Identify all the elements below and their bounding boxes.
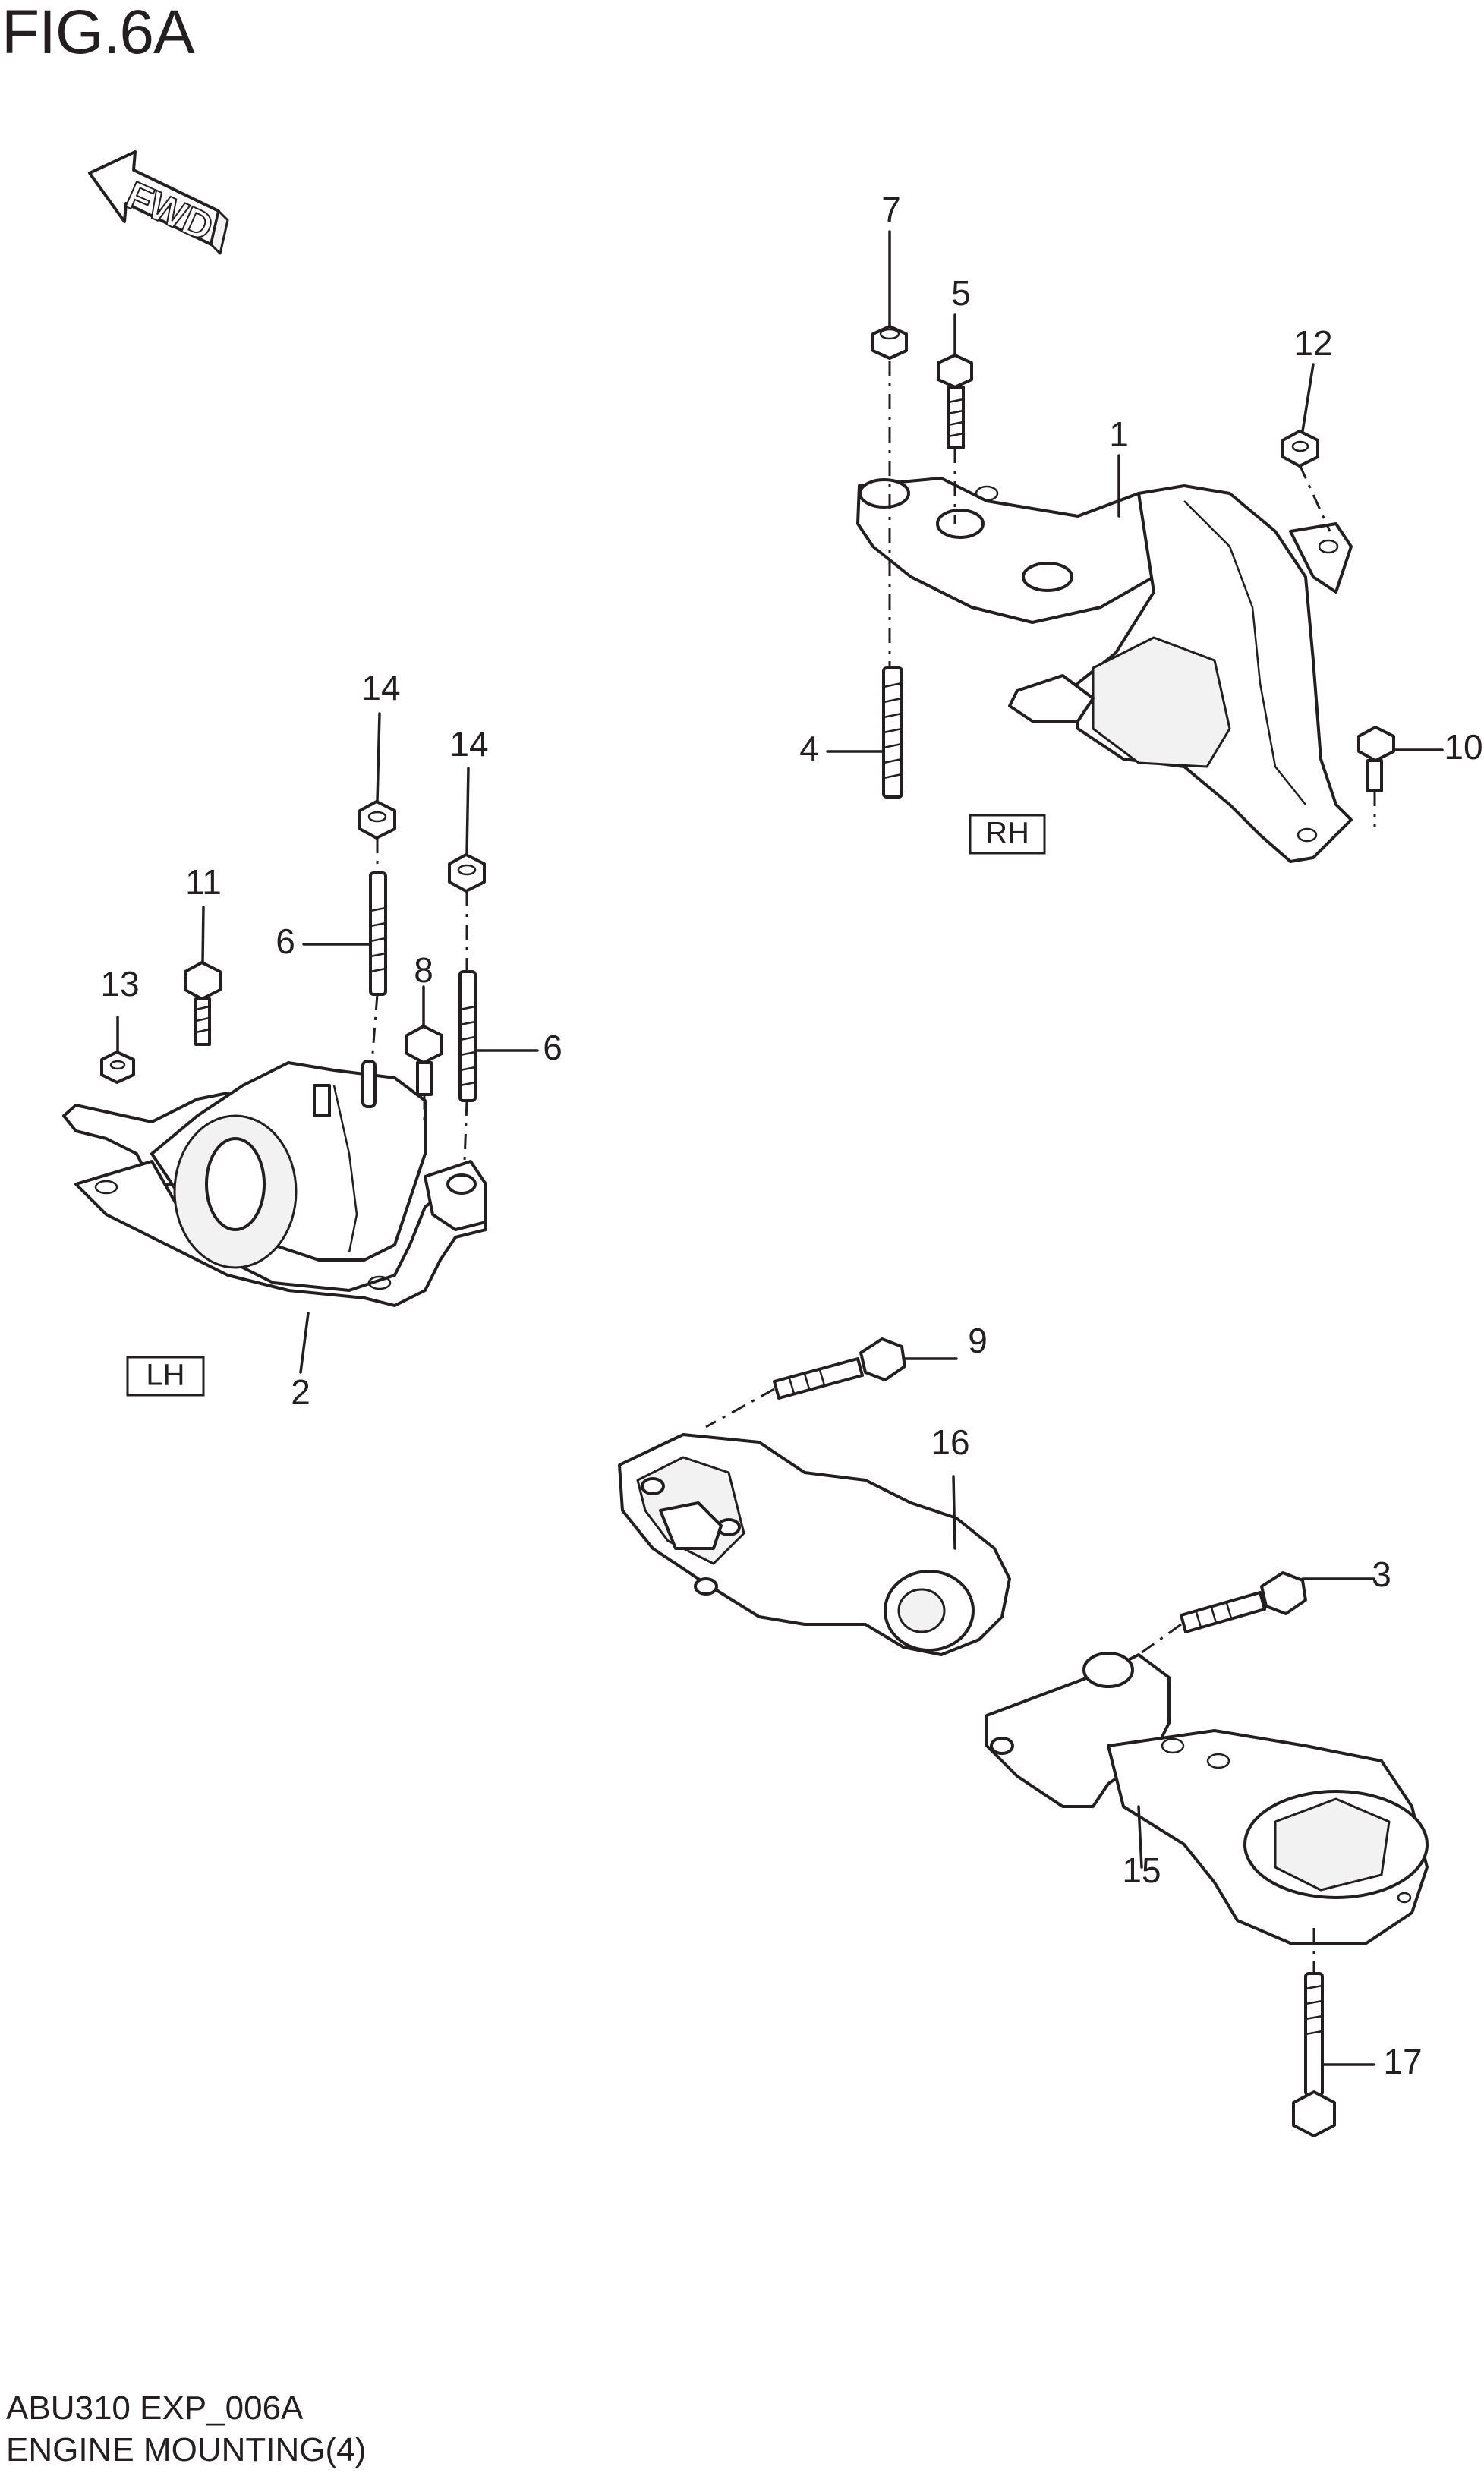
centerline-12 [1298, 464, 1331, 532]
callout-7: 7 [881, 190, 901, 229]
callout-17: 17 [1383, 2042, 1422, 2081]
callout-11: 11 [185, 862, 222, 902]
nut-14a [358, 800, 396, 840]
diagram-code: ABU310 EXP_006A [6, 2389, 304, 2427]
callout-13: 13 [100, 964, 139, 1003]
bolt-5 [937, 354, 973, 449]
bolt-17 [1292, 1972, 1336, 2137]
lh-engine-mount [62, 1060, 487, 1307]
bolt-3 [1180, 1571, 1307, 1633]
rear-mount-15 [985, 1652, 1429, 1945]
nut-14b [448, 853, 486, 893]
callout-4: 4 [799, 729, 819, 768]
callout-3: 3 [1372, 1555, 1391, 1594]
nut-13 [100, 1051, 135, 1084]
callout-14b: 14 [449, 724, 488, 764]
callout-12: 12 [1293, 323, 1332, 363]
rh-label: RH [985, 817, 1029, 850]
figure-title: FIG.6A [2, 0, 195, 67]
bolt-10 [1357, 726, 1395, 792]
centerline-3 [1138, 1623, 1182, 1656]
centerline-6a [370, 994, 379, 1063]
centerline-6b [463, 1100, 468, 1162]
callout-6a: 6 [276, 921, 295, 961]
callout-5: 5 [951, 273, 971, 313]
stud-4 [882, 666, 903, 799]
callout-8: 8 [414, 950, 433, 990]
centerline-9 [705, 1388, 775, 1429]
callout-15: 15 [1122, 1851, 1161, 1890]
rh-engine-mount [856, 477, 1353, 863]
callout-16: 16 [931, 1422, 969, 1462]
bolt-11 [184, 961, 222, 1046]
callout-1: 1 [1109, 414, 1129, 454]
bolt-8 [405, 1025, 443, 1096]
callout-10: 10 [1444, 727, 1482, 767]
stud-6a [369, 871, 387, 996]
torque-rod-16 [618, 1433, 1011, 1656]
lh-label: LH [146, 1359, 184, 1392]
rh-label-box: RH [969, 814, 1046, 855]
stud-6b [458, 970, 477, 1102]
callout-9: 9 [968, 1321, 988, 1360]
fwd-arrow-icon: FWD [88, 150, 229, 255]
lh-label-box: LH [126, 1356, 205, 1397]
callout-14a: 14 [361, 668, 400, 707]
bolt-9 [773, 1337, 906, 1400]
callout-6b: 6 [543, 1028, 562, 1067]
nut-12 [1281, 430, 1319, 468]
nut-7 [871, 325, 908, 360]
callout-2: 2 [291, 1372, 310, 1412]
fwd-label: FWD [119, 173, 219, 250]
diagram-name: ENGINE MOUNTING(4) [6, 2431, 367, 2468]
